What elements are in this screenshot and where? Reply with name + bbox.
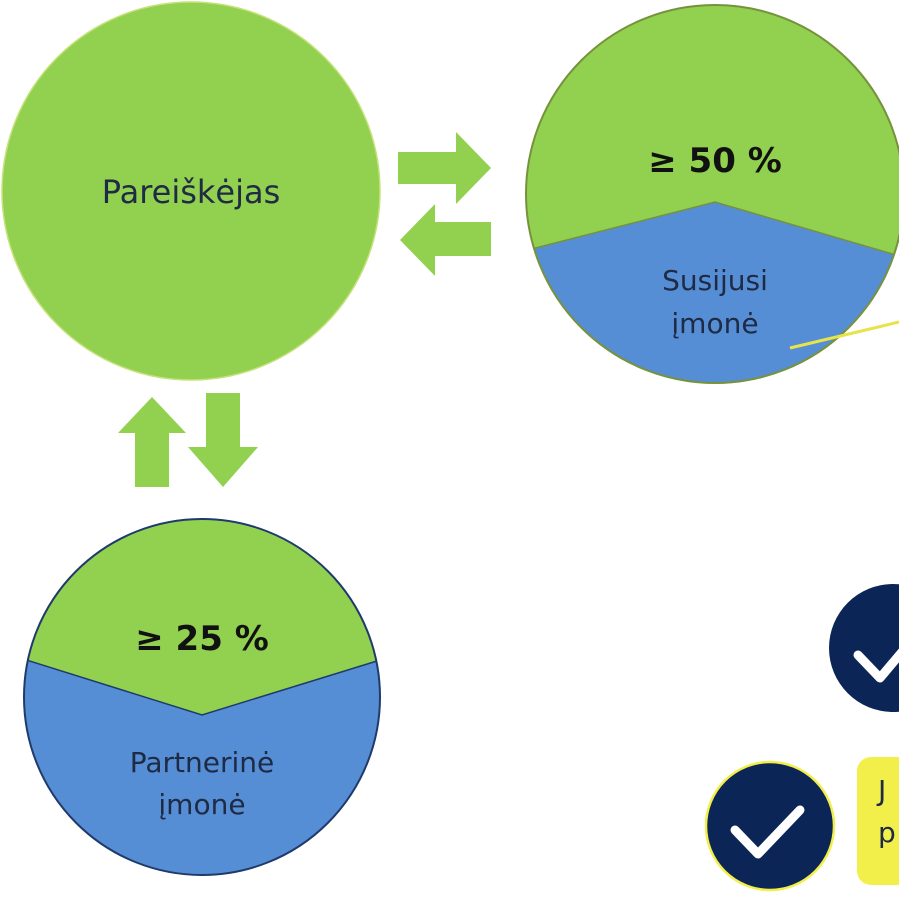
check-circle-icon-2 [704,760,836,892]
partner-label-line2: įmonė [158,788,245,821]
partner-enterprise-node: ≥ 25 % Partnerinė įmonė [23,518,381,876]
exchange-arrows-icon [398,132,491,276]
applicant-label: Pareiškėjas [102,173,281,211]
up-down-arrows-icon [118,393,258,487]
linked-label-line2: įmonė [671,307,758,340]
callout-connector-line [789,320,899,350]
callout-text-line2: p [878,816,896,849]
partner-percent: ≥ 25 % [135,619,269,659]
linked-percent: ≥ 50 % [648,141,782,181]
check-circle-icon [829,584,899,712]
linked-enterprise-node: ≥ 50 % Susijusi įmonė [525,4,899,384]
callout-box: J p [857,757,899,885]
callout-text-line1: J [876,774,886,807]
applicant-node: Pareiškėjas [1,1,381,381]
linked-label-line1: Susijusi [662,264,768,297]
partner-label-line1: Partnerinė [130,746,275,779]
